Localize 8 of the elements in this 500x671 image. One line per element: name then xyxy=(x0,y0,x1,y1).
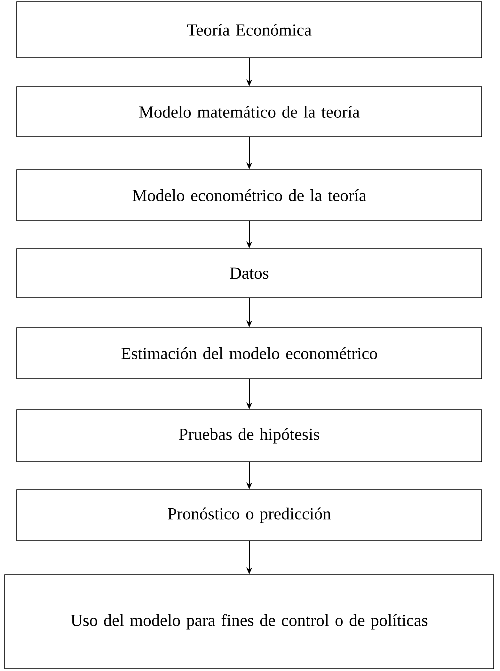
process-box: Modelo econométrico de la teoría xyxy=(16,170,482,222)
process-box: Uso del modelo para fines de control o de políticas xyxy=(4,574,494,670)
process-box: Modelo matemático de la teoría xyxy=(16,86,482,138)
process-box: Estimación del modelo econométrico xyxy=(16,328,482,380)
process-box: Pruebas de hipótesis xyxy=(16,410,482,462)
process-box: Pronóstico o predicción xyxy=(16,490,482,542)
process-box: Teoría Económica xyxy=(16,2,482,58)
process-box: Datos xyxy=(16,248,482,298)
